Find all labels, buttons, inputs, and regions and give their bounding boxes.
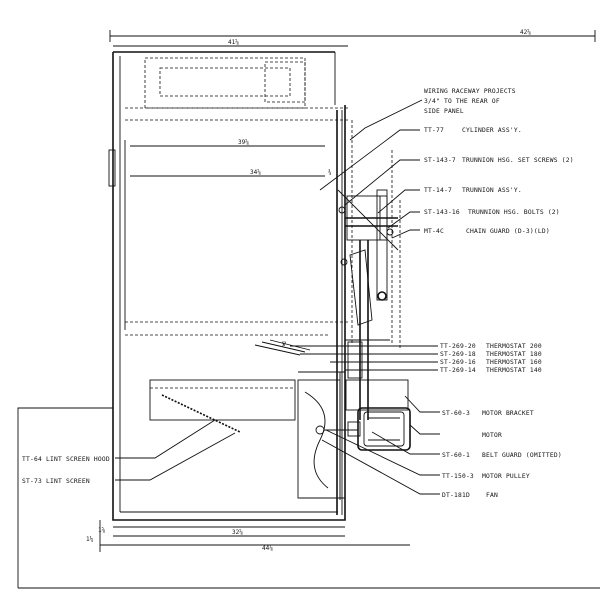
callout-chain-guard-desc: CHAIN GUARD (D-3)(LD) — [466, 228, 550, 235]
dim-inner-upper: 39⅝ — [238, 139, 249, 146]
callout-trunnion-bolts-part: ST-143-16 — [424, 209, 460, 216]
callout-fan-part: DT-181D — [442, 492, 470, 499]
dim-cabinet-top: 41⅝ — [228, 39, 239, 46]
callout-motor-pulley-part: TT-150-3 — [442, 473, 474, 480]
callout-wiring-line3: SIDE PANEL — [424, 108, 464, 115]
dim-overall-top: 42⅝ — [520, 29, 531, 36]
callout-cylinder-desc: CYLINDER ASS'Y. — [462, 127, 522, 134]
callout-motor-pulley-desc: MOTOR PULLEY — [482, 473, 530, 480]
callout-motor-bracket-desc: MOTOR BRACKET — [482, 410, 534, 417]
callout-lint-hood-part: TT-64 — [22, 456, 42, 463]
callout-wiring-line1: WIRING RACEWAY PROJECTS — [424, 88, 516, 95]
dim-left-small-1: 1⅝ — [98, 527, 106, 534]
callout-thermostat-180-part: ST-269-18 — [440, 351, 476, 358]
callout-lint-hood-desc: LINT SCREEN HOOD — [46, 456, 110, 463]
callout-trunnion-part: TT-14-7 — [424, 187, 452, 194]
machine-outline: 42⅝ 41⅝ 39⅝ 34⅝ ¾ — [17, 29, 600, 589]
callout-thermostat-180-desc: THERMOSTAT 180 — [486, 351, 542, 358]
callout-lint-screen-part: ST-73 — [22, 478, 42, 485]
callout-thermostat-160-desc: THERMOSTAT 160 — [486, 359, 542, 366]
dim-bottom-overall: 44⅞ — [262, 545, 273, 552]
callout-thermostat-140-desc: THERMOSTAT 140 — [486, 367, 542, 374]
callout-trunnion-hsg-desc: TRUNNION HSG. SET SCREWS (2) — [462, 157, 574, 164]
leader-lines — [115, 99, 440, 495]
dim-bottom-inner: 32⅝ — [232, 529, 243, 536]
callout-trunnion-hsg-part: ST-143-7 — [424, 157, 456, 164]
callout-thermostat-160-part: ST-269-16 — [440, 359, 476, 366]
callout-labels: WIRING RACEWAY PROJECTS 3/4" TO THE REAR… — [22, 88, 574, 499]
callout-cylinder-part: TT-77 — [424, 127, 444, 134]
callout-chain-guard-part: MT-4C — [424, 228, 444, 235]
callout-trunnion-desc: TRUNNION ASS'Y. — [462, 187, 522, 194]
callout-thermostat-200-part: TT-269-20 — [440, 343, 476, 350]
callout-thermostat-200-desc: THERMOSTAT 200 — [486, 343, 542, 350]
callout-belt-guard-part: ST-60-1 — [442, 452, 470, 459]
callout-wiring-line2: 3/4" TO THE REAR OF — [424, 98, 500, 105]
dim-left-small-2: 1¼ — [86, 536, 94, 543]
callout-thermostat-140-part: TT-269-14 — [440, 367, 476, 374]
callout-belt-guard-desc: BELT GUARD (OMITTED) — [482, 452, 562, 459]
callout-trunnion-bolts-desc: TRUNNION HSG. BOLTS (2) — [468, 209, 560, 216]
callout-motor-bracket-part: ST-60-3 — [442, 410, 470, 417]
callout-motor-desc: MOTOR — [482, 432, 502, 439]
thermostat-glyphs: ℣ — [282, 340, 287, 348]
callout-lint-screen-desc: LINT SCREEN — [46, 478, 90, 485]
dim-right-small: ¾ — [328, 169, 332, 176]
dim-inner-mid: 34⅝ — [250, 169, 261, 176]
drive-assembly: ℣ — [254, 189, 399, 435]
callout-fan-desc: FAN — [486, 492, 498, 499]
